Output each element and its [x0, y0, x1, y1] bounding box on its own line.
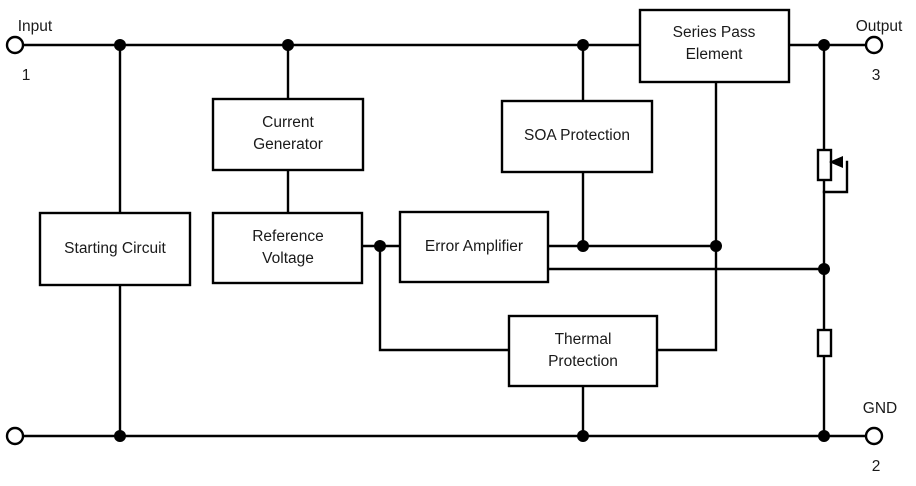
block-label-reference-voltage-line2: Voltage [262, 250, 314, 267]
junction-gnd-resistor [818, 430, 830, 442]
terminal-layer [5, 35, 884, 446]
junction-gnd-starting-circuit [114, 430, 126, 442]
junction-series-pass-drive-node [710, 240, 722, 252]
block-label-reference-voltage-line1: Reference [252, 228, 324, 245]
port-number-input: 1 [22, 67, 31, 84]
port-label-output: Output [856, 18, 903, 35]
block-layer [38, 8, 791, 388]
junction-soa-feedback-node [577, 240, 589, 252]
junction-input-starting-circuit [114, 39, 126, 51]
block-label-thermal-protection-line1: Thermal [555, 331, 612, 348]
block-error-amplifier[interactable] [398, 210, 550, 284]
junction-input-current-generator [282, 39, 294, 51]
port-number-gnd: 2 [872, 458, 881, 475]
port-number-output: 3 [872, 67, 881, 84]
wire-potentiometer-wiper [822, 160, 849, 194]
junction-reference-voltage-node [374, 240, 386, 252]
block-soa-protection[interactable] [500, 99, 654, 174]
wire-series-pass-element-drive [655, 81, 718, 352]
block-label-current-generator-line1: Current [262, 114, 314, 131]
block-label-series-pass-element-line1: Series Pass [673, 24, 756, 41]
junction-input-soa-protection [577, 39, 589, 51]
block-reference-voltage[interactable] [211, 211, 364, 285]
junction-potentiometer-tap-node [818, 263, 830, 275]
block-thermal-protection[interactable] [507, 314, 659, 388]
junction-gnd-thermal-protection [577, 430, 589, 442]
resistor-lower [816, 328, 833, 358]
terminal-gnd-right[interactable] [864, 426, 884, 446]
port-label-input: Input [18, 18, 53, 35]
block-label-error-amplifier-line1: Error Amplifier [425, 238, 523, 255]
block-label-soa-protection-line1: SOA Protection [524, 127, 630, 144]
block-current-generator[interactable] [211, 97, 365, 172]
terminal-gnd[interactable] [5, 426, 25, 446]
block-starting-circuit[interactable] [38, 211, 192, 287]
block-label-current-generator-line2: Generator [253, 136, 323, 153]
potentiometer-wiper-arrow [829, 156, 843, 168]
junction-layer [114, 39, 830, 442]
component-layer [816, 148, 843, 358]
terminal-input[interactable] [5, 35, 25, 55]
wire-layer [22, 43, 868, 438]
junction-output-node [818, 39, 830, 51]
potentiometer [816, 148, 833, 182]
port-label-gnd: GND [863, 400, 897, 417]
wire-reference-node-to-thermal-protection [378, 244, 511, 352]
terminal-output[interactable] [864, 35, 884, 55]
block-label-series-pass-element-line2: Element [686, 46, 744, 63]
block-label-starting-circuit-line1: Starting Circuit [64, 240, 166, 257]
block-series-pass-element[interactable] [638, 8, 791, 84]
label-layer: Series Pass Element Current Generator SO… [18, 18, 903, 475]
block-label-thermal-protection-line2: Protection [548, 353, 618, 370]
